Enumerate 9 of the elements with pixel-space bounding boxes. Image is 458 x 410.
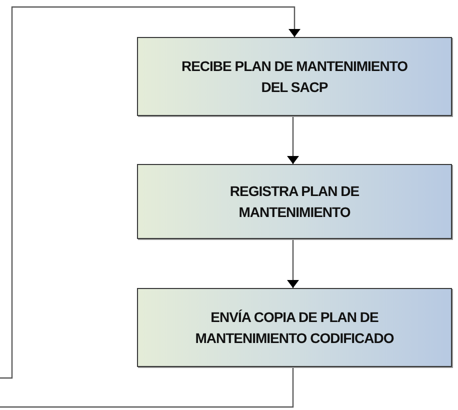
process-box xyxy=(137,288,452,367)
box-label: ENVÍA COPIA DE PLAN DE MANTENIMIENTO CODIFICADO xyxy=(194,308,395,348)
box-label: REGISTRA PLAN DE MANTENIMIENTO xyxy=(228,182,360,222)
process-box xyxy=(137,37,452,116)
process-box xyxy=(137,164,452,239)
arrow xyxy=(0,6,300,379)
arrow xyxy=(287,239,299,288)
box-label: RECIBE PLAN DE MANTENIMIENTO DEL SACP xyxy=(180,56,409,96)
arrow xyxy=(287,116,299,164)
